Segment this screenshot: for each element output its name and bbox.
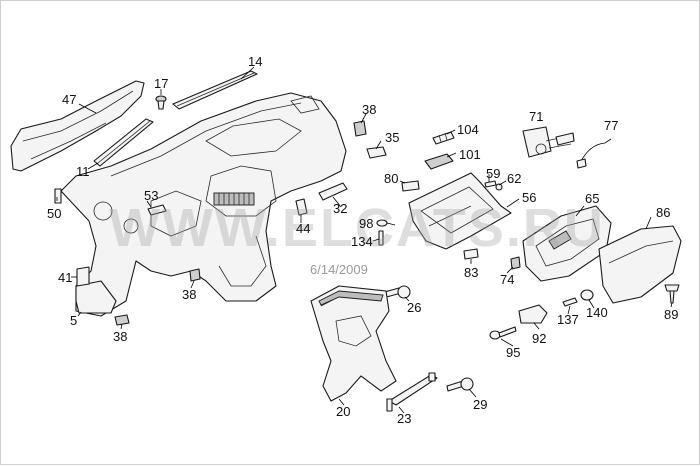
callout-20: 20 xyxy=(336,404,351,419)
callout-26: 26 xyxy=(407,300,422,315)
callout-74: 74 xyxy=(500,272,515,287)
callout-101: 101 xyxy=(459,147,481,162)
part-47-insulation-mat xyxy=(10,80,145,172)
part-77-cable xyxy=(576,138,612,169)
callout-98: 98 xyxy=(359,216,374,231)
part-23-rail xyxy=(386,372,438,412)
callout-11: 11 xyxy=(76,164,90,179)
callout-62: 62 xyxy=(507,171,522,186)
part-35-clip xyxy=(366,146,387,159)
part-101-lamp xyxy=(424,153,454,170)
part-56-glovebox-frame xyxy=(408,172,512,250)
callout-56: 56 xyxy=(522,190,537,205)
callout-86: 86 xyxy=(656,205,671,220)
part-50-clip xyxy=(54,188,62,204)
callout-17: 17 xyxy=(154,76,169,91)
callout-137: 137 xyxy=(557,312,579,327)
part-95-screw xyxy=(489,326,517,340)
part-83-clip xyxy=(463,248,479,260)
callout-41: 41 xyxy=(58,270,73,285)
part-71-latch xyxy=(522,126,575,158)
part-11-defroster-strip xyxy=(93,118,154,167)
leader-lines xyxy=(56,66,673,414)
callout-77: 77 xyxy=(604,118,619,133)
part-20-console-support xyxy=(310,285,397,402)
callout-50: 50 xyxy=(47,206,62,221)
part-89-screw xyxy=(664,284,680,304)
part-53-clip xyxy=(147,204,167,216)
callout-140: 140 xyxy=(586,305,608,320)
part-92-trim xyxy=(518,304,548,324)
part-86-glovebox-lid xyxy=(598,225,682,304)
part-74-clip xyxy=(510,256,521,270)
date-stamp: 6/14/2009 xyxy=(310,262,368,277)
part-38-clip-left xyxy=(189,268,201,282)
part-32-bracket xyxy=(318,182,348,201)
part-62-nut xyxy=(495,183,503,191)
callout-35: 35 xyxy=(385,130,400,145)
callout-29: 29 xyxy=(473,397,488,412)
watermark: WWW.ELCATS.RU xyxy=(109,198,605,258)
part-17-clip xyxy=(155,95,167,110)
callout-80: 80 xyxy=(384,171,399,186)
part-65-glovebox-inner xyxy=(522,205,612,282)
callout-95: 95 xyxy=(506,345,521,360)
callout-23: 23 xyxy=(397,411,412,426)
callout-38-top: 38 xyxy=(362,102,377,117)
part-38-clip-bottom xyxy=(114,314,130,326)
callout-5: 5 xyxy=(70,313,78,328)
callout-65: 65 xyxy=(585,191,600,206)
callout-71: 71 xyxy=(529,109,544,124)
part-14-trim-strip xyxy=(172,70,258,110)
callout-38-bottom: 38 xyxy=(113,329,128,344)
callout-134: 134 xyxy=(351,234,373,249)
callout-59: 59 xyxy=(486,166,501,181)
callout-44: 44 xyxy=(296,221,311,236)
callout-14: 14 xyxy=(248,54,263,69)
part-134-screw xyxy=(378,230,384,246)
part-41-bracket xyxy=(76,266,90,287)
part-140-bumper xyxy=(580,289,594,301)
part-5-support-bracket xyxy=(75,280,117,314)
dashboard-center-vents xyxy=(213,192,255,206)
callout-89: 89 xyxy=(664,307,679,322)
callout-47: 47 xyxy=(62,92,77,107)
part-59-screw xyxy=(484,180,497,188)
part-44-nut xyxy=(295,198,308,216)
callout-83: 83 xyxy=(464,265,479,280)
callout-32: 32 xyxy=(333,201,348,216)
part-80-clip xyxy=(401,180,420,192)
callout-53: 53 xyxy=(144,188,159,203)
part-104-bulb xyxy=(432,131,455,145)
part-137-screw xyxy=(562,297,578,307)
part-38-clip-top xyxy=(353,120,367,137)
callout-92: 92 xyxy=(532,331,547,346)
callout-104: 104 xyxy=(457,122,479,137)
part-29-screw xyxy=(446,377,474,392)
callout-38-left: 38 xyxy=(182,287,197,302)
